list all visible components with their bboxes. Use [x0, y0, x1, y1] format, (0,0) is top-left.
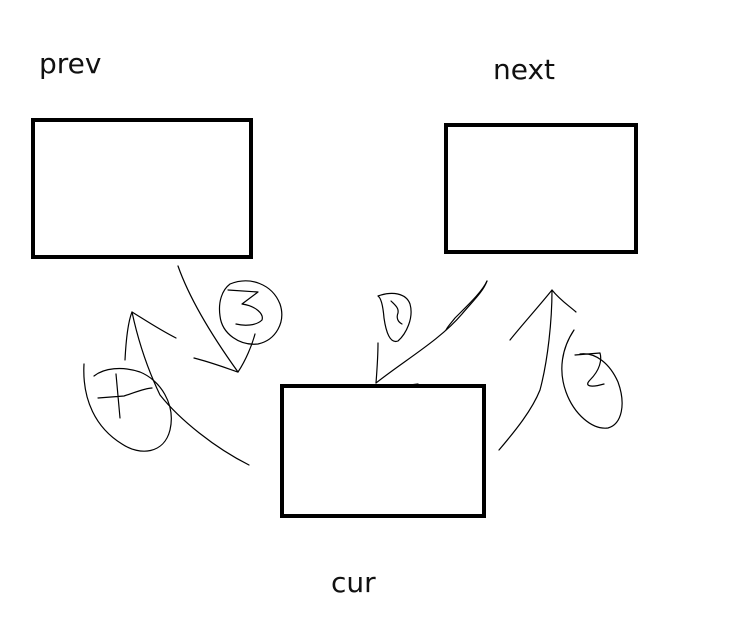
number-4-glyph: [97, 373, 153, 419]
next-node-box: [444, 123, 638, 254]
arrow-1-tail-tick: [375, 342, 379, 384]
number-2-loop: [561, 329, 623, 429]
number-4-loop: [83, 363, 172, 452]
arrow-1-cur-to-next: [375, 280, 488, 384]
arrow-3-head: [193, 333, 256, 373]
number-1-loop: [377, 292, 412, 343]
cur-label: cur: [331, 566, 376, 599]
number-3-glyph: [227, 289, 263, 326]
number-2-glyph: [574, 352, 605, 387]
cur-node-box: [280, 384, 486, 518]
arrow-2-next-to-cur: [498, 289, 553, 451]
number-3-loop: [218, 280, 283, 345]
arrow-4-cur-to-prev: [131, 311, 250, 466]
next-label: next: [493, 53, 556, 86]
arrow-3-prev-to-cur: [177, 265, 239, 373]
arrow-4-head: [124, 311, 177, 361]
prev-node-box: [31, 118, 253, 259]
number-1-glyph: [390, 300, 403, 325]
arrow-2-head: [509, 289, 577, 341]
arrow-1-head: [445, 280, 488, 331]
prev-label: prev: [39, 47, 102, 80]
